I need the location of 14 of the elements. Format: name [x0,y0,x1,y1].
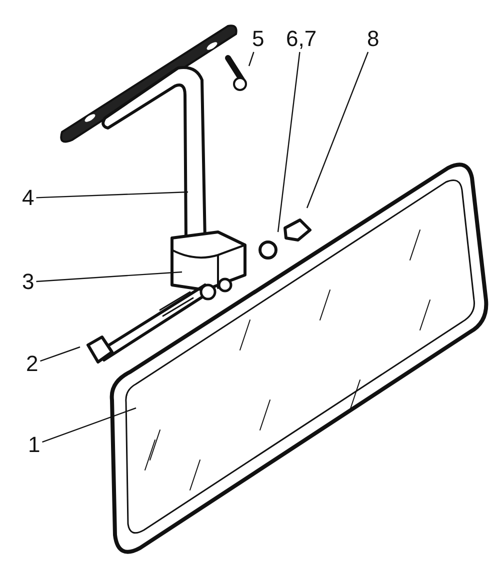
callout-number: 4 [22,187,34,209]
callout-number: 3 [22,271,34,293]
leader-line [42,407,136,443]
leader-line [248,52,254,66]
callout-number: 5 [252,28,264,50]
leader-line [36,271,182,282]
leader-line [277,52,300,232]
leader-line [306,52,369,208]
leader-line [36,191,188,198]
callout-number: 1 [28,434,40,456]
leader-line [40,346,80,362]
callout-number: 8 [367,28,380,50]
callout-number: 6,7 [286,28,317,50]
callout-number: 2 [26,353,38,375]
